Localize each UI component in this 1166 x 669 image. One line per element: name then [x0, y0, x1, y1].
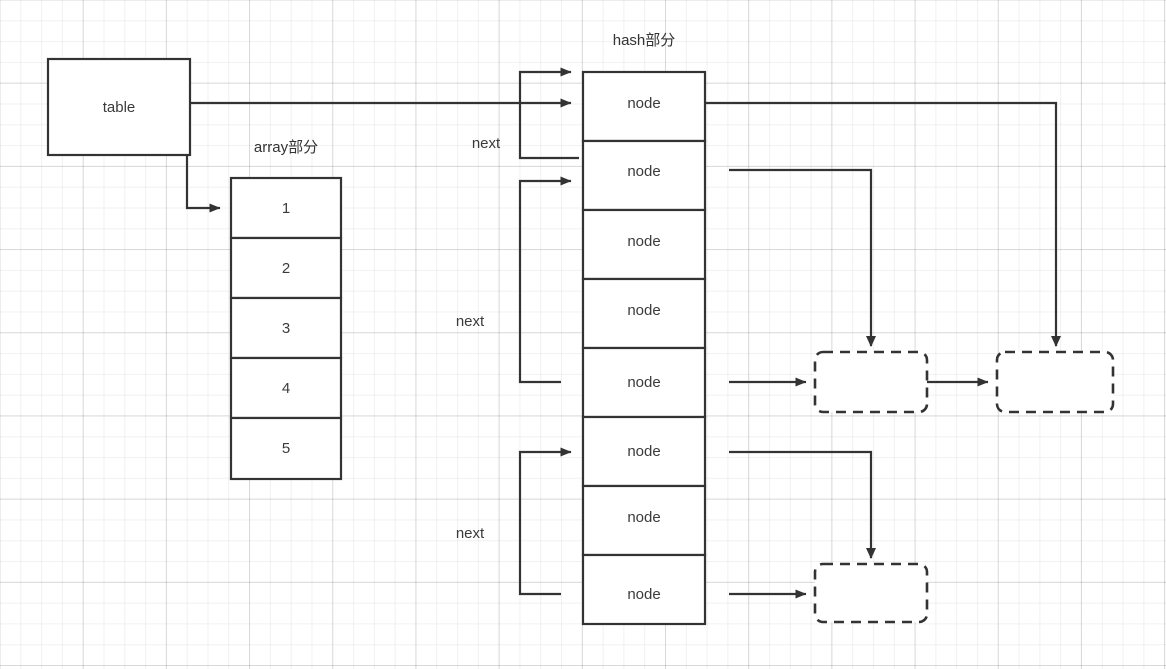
hash-node-label: node	[627, 374, 660, 391]
array-cell-label: 5	[282, 440, 290, 457]
hash-section-title: hash部分	[613, 32, 676, 49]
hash-column: node node node node node node node node	[581, 70, 707, 626]
hash-node-label: node	[627, 586, 660, 603]
hash-node[interactable]	[581, 346, 707, 419]
hash-node[interactable]	[581, 553, 707, 626]
connector-next-1	[518, 67, 579, 160]
root-table-box[interactable]: table	[46, 57, 192, 157]
hash-node[interactable]	[581, 415, 707, 488]
array-cell[interactable]	[229, 356, 343, 420]
next-label-1: next	[472, 135, 501, 152]
dashed-box-right[interactable]	[995, 350, 1115, 414]
array-section-title: array部分	[254, 139, 318, 156]
next-label-3: next	[456, 525, 485, 542]
dashed-box-bottom[interactable]	[813, 562, 929, 624]
hash-node[interactable]	[581, 277, 707, 350]
connector-table-to-array	[185, 155, 221, 213]
next-label-2: next	[456, 313, 485, 330]
hash-node[interactable]	[581, 208, 707, 281]
hash-node-label: node	[627, 302, 660, 319]
connector-node6-to-dashed-bottom	[729, 450, 876, 559]
array-column: 1 2 3 4 5	[229, 176, 343, 481]
hash-node-label: node	[627, 509, 660, 526]
hash-node-label: node	[627, 443, 660, 460]
hash-node-label: node	[627, 233, 660, 250]
connector-node1-to-dashed-right	[705, 101, 1061, 347]
hash-node[interactable]	[581, 139, 707, 212]
connector-next-2	[518, 176, 572, 384]
root-table-label: table	[103, 99, 136, 116]
hash-node[interactable]	[581, 484, 707, 557]
array-cell-label: 3	[282, 320, 290, 337]
array-cell[interactable]	[229, 416, 343, 481]
connector-next-3	[518, 447, 572, 596]
hash-node-label: node	[627, 163, 660, 180]
hash-node-label: node	[627, 95, 660, 112]
array-cell-label: 1	[282, 200, 290, 217]
dashed-box-left[interactable]	[813, 350, 929, 414]
array-cell-label: 4	[282, 380, 290, 397]
hash-node[interactable]	[581, 70, 707, 143]
connector-node2-to-dashed-left	[729, 168, 876, 347]
array-cell[interactable]	[229, 176, 343, 240]
array-cell-label: 2	[282, 260, 290, 277]
